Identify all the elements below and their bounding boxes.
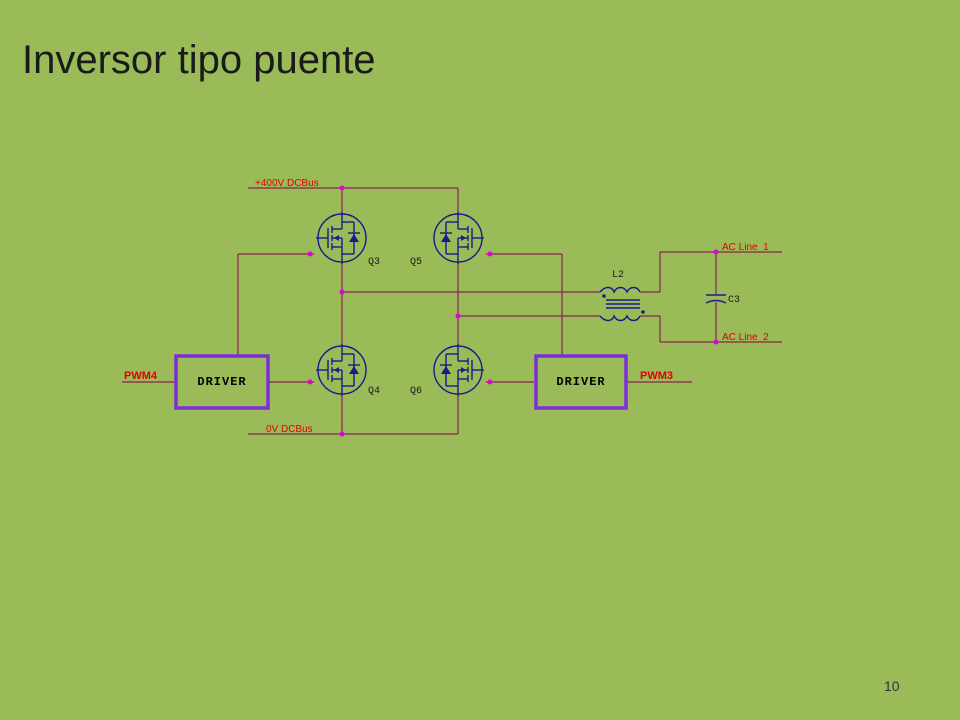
- slide-title: Inversor tipo puente: [22, 38, 376, 82]
- mosfet-q3: [315, 211, 367, 265]
- capacitor-c3: [705, 252, 727, 342]
- ac-line-2-label: AC Line_2: [722, 332, 769, 343]
- q5-label: Q5: [410, 257, 422, 268]
- junction-dots: [307, 185, 719, 437]
- dc-positive-label: +400V DCBus: [255, 178, 319, 189]
- page-number: 10: [884, 678, 900, 694]
- c3-label: C3: [728, 295, 740, 306]
- driver-label-right: DRIVER: [556, 375, 605, 389]
- mosfet-q4: [315, 343, 367, 397]
- dc-positive-bus: [248, 187, 459, 214]
- ac-line-1-label: AC Line_1: [722, 242, 769, 253]
- pwm3-label: PWM3: [640, 370, 673, 382]
- driver-box-left: [174, 354, 270, 410]
- l2-label: L2: [612, 270, 624, 281]
- inductor-l2: [599, 252, 661, 342]
- mosfet-q5: [433, 211, 485, 265]
- dc-zero-label: 0V DCBus: [266, 424, 313, 435]
- q3-label: Q3: [368, 257, 380, 268]
- pwm4-label: PWM4: [124, 370, 158, 382]
- q6-label: Q6: [410, 386, 422, 397]
- dc-zero-bus: [248, 396, 459, 435]
- gate-wires: [237, 253, 563, 383]
- mosfet-q6: [433, 343, 485, 397]
- driver-label-left: DRIVER: [197, 375, 246, 389]
- q4-label: Q4: [368, 386, 380, 397]
- driver-box-right: [534, 354, 628, 410]
